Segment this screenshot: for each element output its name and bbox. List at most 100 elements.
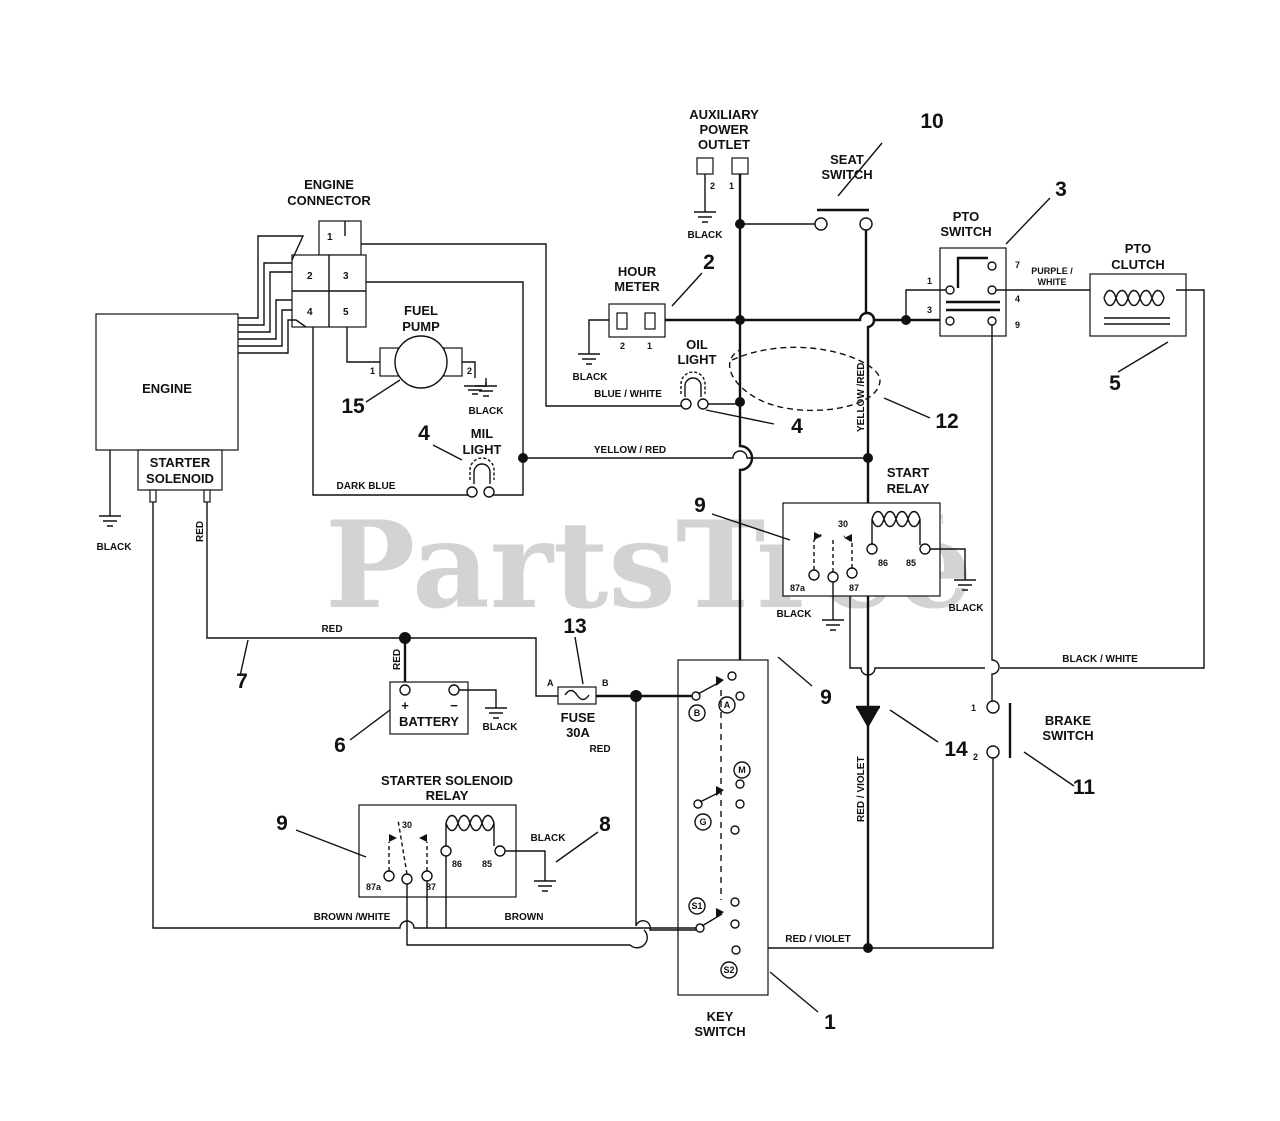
pto-clutch: PTO CLUTCH [1089, 241, 1187, 337]
wire-yellow-red: YELLOW / RED [594, 445, 666, 456]
wire-blue-white: BLUE / WHITE [594, 389, 662, 400]
svg-text:HOUR: HOUR [618, 264, 657, 279]
svg-text:CONNECTOR: CONNECTOR [287, 193, 371, 208]
wire-red-solenoid: RED [195, 521, 206, 542]
wire-red-horizontal: RED [321, 624, 342, 635]
svg-text:RELAY: RELAY [426, 788, 469, 803]
svg-text:1: 1 [729, 181, 734, 191]
wire-red-battery: RED [392, 649, 403, 670]
svg-text:87a: 87a [790, 583, 806, 593]
svg-text:4: 4 [1015, 294, 1020, 304]
svg-text:7: 7 [1015, 260, 1020, 270]
svg-text:SEAT: SEAT [830, 152, 864, 167]
start-relay: START RELAY 30 86 85 87a 87 [782, 465, 941, 597]
wire-brown-white: BROWN /WHITE [314, 912, 391, 923]
starter-solenoid: STARTER SOLENOID [137, 449, 223, 503]
battery: + − BATTERY [389, 681, 469, 735]
svg-text:M: M [738, 765, 746, 775]
callout-11: 11 [1073, 776, 1096, 799]
svg-text:CLUTCH: CLUTCH [1111, 257, 1164, 272]
svg-text:30: 30 [402, 820, 412, 830]
start-relay-ground-label: BLACK [949, 603, 985, 614]
svg-text:AUXILIARY: AUXILIARY [689, 107, 759, 122]
callout-12: 12 [935, 410, 958, 433]
svg-text:2: 2 [307, 271, 313, 282]
svg-text:B: B [694, 708, 701, 718]
svg-text:METER: METER [614, 279, 660, 294]
diode [856, 705, 880, 728]
callout-14: 14 [944, 738, 968, 761]
pto-switch: PTO SWITCH 1 3 7 4 9 [927, 209, 1020, 337]
wire-purple-white-2: WHITE [1038, 277, 1067, 287]
engine-connector: ENGINE CONNECTOR 1 2 3 4 5 [287, 177, 371, 328]
svg-text:SWITCH: SWITCH [940, 224, 991, 239]
svg-text:RELAY: RELAY [887, 481, 930, 496]
svg-text:1: 1 [647, 341, 652, 351]
wire-black-white: BLACK / WHITE [1062, 654, 1138, 665]
svg-text:2: 2 [467, 366, 472, 376]
engine-ground: BLACK [97, 450, 132, 553]
svg-text:+: + [401, 698, 409, 713]
svg-text:S2: S2 [723, 965, 734, 975]
callout-3: 3 [1055, 178, 1067, 201]
svg-text:BRAKE: BRAKE [1045, 713, 1092, 728]
svg-text:PUMP: PUMP [402, 319, 440, 334]
svg-text:PTO: PTO [1125, 241, 1152, 256]
wire-purple-white-1: PURPLE / [1031, 266, 1073, 276]
wire-dark-blue: DARK BLUE [337, 481, 396, 492]
svg-text:30A: 30A [566, 725, 590, 740]
svg-text:STARTER: STARTER [150, 455, 211, 470]
callout-6: 6 [334, 734, 346, 757]
svg-text:ENGINE: ENGINE [142, 381, 192, 396]
wire-red-violet-vertical: RED / VIOLET [856, 756, 867, 822]
svg-text:A: A [547, 678, 554, 688]
ssr-ground-label: BLACK [531, 833, 567, 844]
battery-ground-label: BLACK [483, 722, 519, 733]
svg-text:85: 85 [482, 859, 492, 869]
wire-red-violet: RED / VIOLET [785, 934, 851, 945]
fuse-red-label: RED [589, 744, 610, 755]
svg-text:START: START [887, 465, 929, 480]
brake-switch: BRAKE SWITCH 1 [971, 700, 1094, 759]
callout-9-key: 9 [820, 686, 832, 709]
fuel-pump: FUEL PUMP 1 2 [370, 303, 472, 389]
svg-text:FUEL: FUEL [404, 303, 438, 318]
svg-text:2: 2 [620, 341, 625, 351]
svg-text:−: − [450, 698, 458, 713]
svg-text:STARTER SOLENOID: STARTER SOLENOID [381, 773, 513, 788]
svg-text:SWITCH: SWITCH [1042, 728, 1093, 743]
svg-text:OIL: OIL [686, 337, 708, 352]
callout-13: 13 [563, 615, 586, 638]
svg-text:SOLENOID: SOLENOID [146, 471, 214, 486]
starter-solenoid-relay: STARTER SOLENOID RELAY 30 86 85 87a 87 [358, 773, 517, 898]
svg-text:B: B [602, 678, 609, 688]
fuse: A B FUSE 30A [547, 678, 609, 740]
start-relay-ground-label-2: BLACK [777, 609, 813, 620]
svg-text:A: A [724, 700, 731, 710]
svg-text:LIGHT: LIGHT [463, 442, 502, 457]
svg-text:87: 87 [426, 882, 436, 892]
callout-7: 7 [236, 670, 248, 693]
svg-text:KEY: KEY [707, 1009, 734, 1024]
svg-text:PTO: PTO [953, 209, 980, 224]
mil-light: MIL LIGHT [463, 426, 502, 498]
oil-light: OIL LIGHT [678, 337, 717, 410]
svg-text:1: 1 [971, 703, 976, 713]
svg-text:BATTERY: BATTERY [399, 714, 459, 729]
callout-15: 15 [341, 395, 365, 418]
wire-yellow-red-vertical: YELLOW /RED [856, 363, 867, 432]
callout-4-mil: 4 [418, 422, 430, 445]
svg-text:OUTLET: OUTLET [698, 137, 750, 152]
callout-2: 2 [703, 251, 715, 274]
callout-4-oil: 4 [791, 415, 803, 438]
diode-sub: 2 [973, 752, 978, 762]
key-switch: B A M G S1 S2 KEY SWITCH [677, 659, 769, 1039]
svg-text:86: 86 [878, 558, 888, 568]
svg-text:MIL: MIL [471, 426, 493, 441]
fuel-pump-ground-label: BLACK [469, 406, 505, 417]
svg-text:S1: S1 [691, 901, 702, 911]
svg-text:POWER: POWER [699, 122, 749, 137]
svg-text:ENGINE: ENGINE [304, 177, 354, 192]
svg-text:SWITCH: SWITCH [821, 167, 872, 182]
